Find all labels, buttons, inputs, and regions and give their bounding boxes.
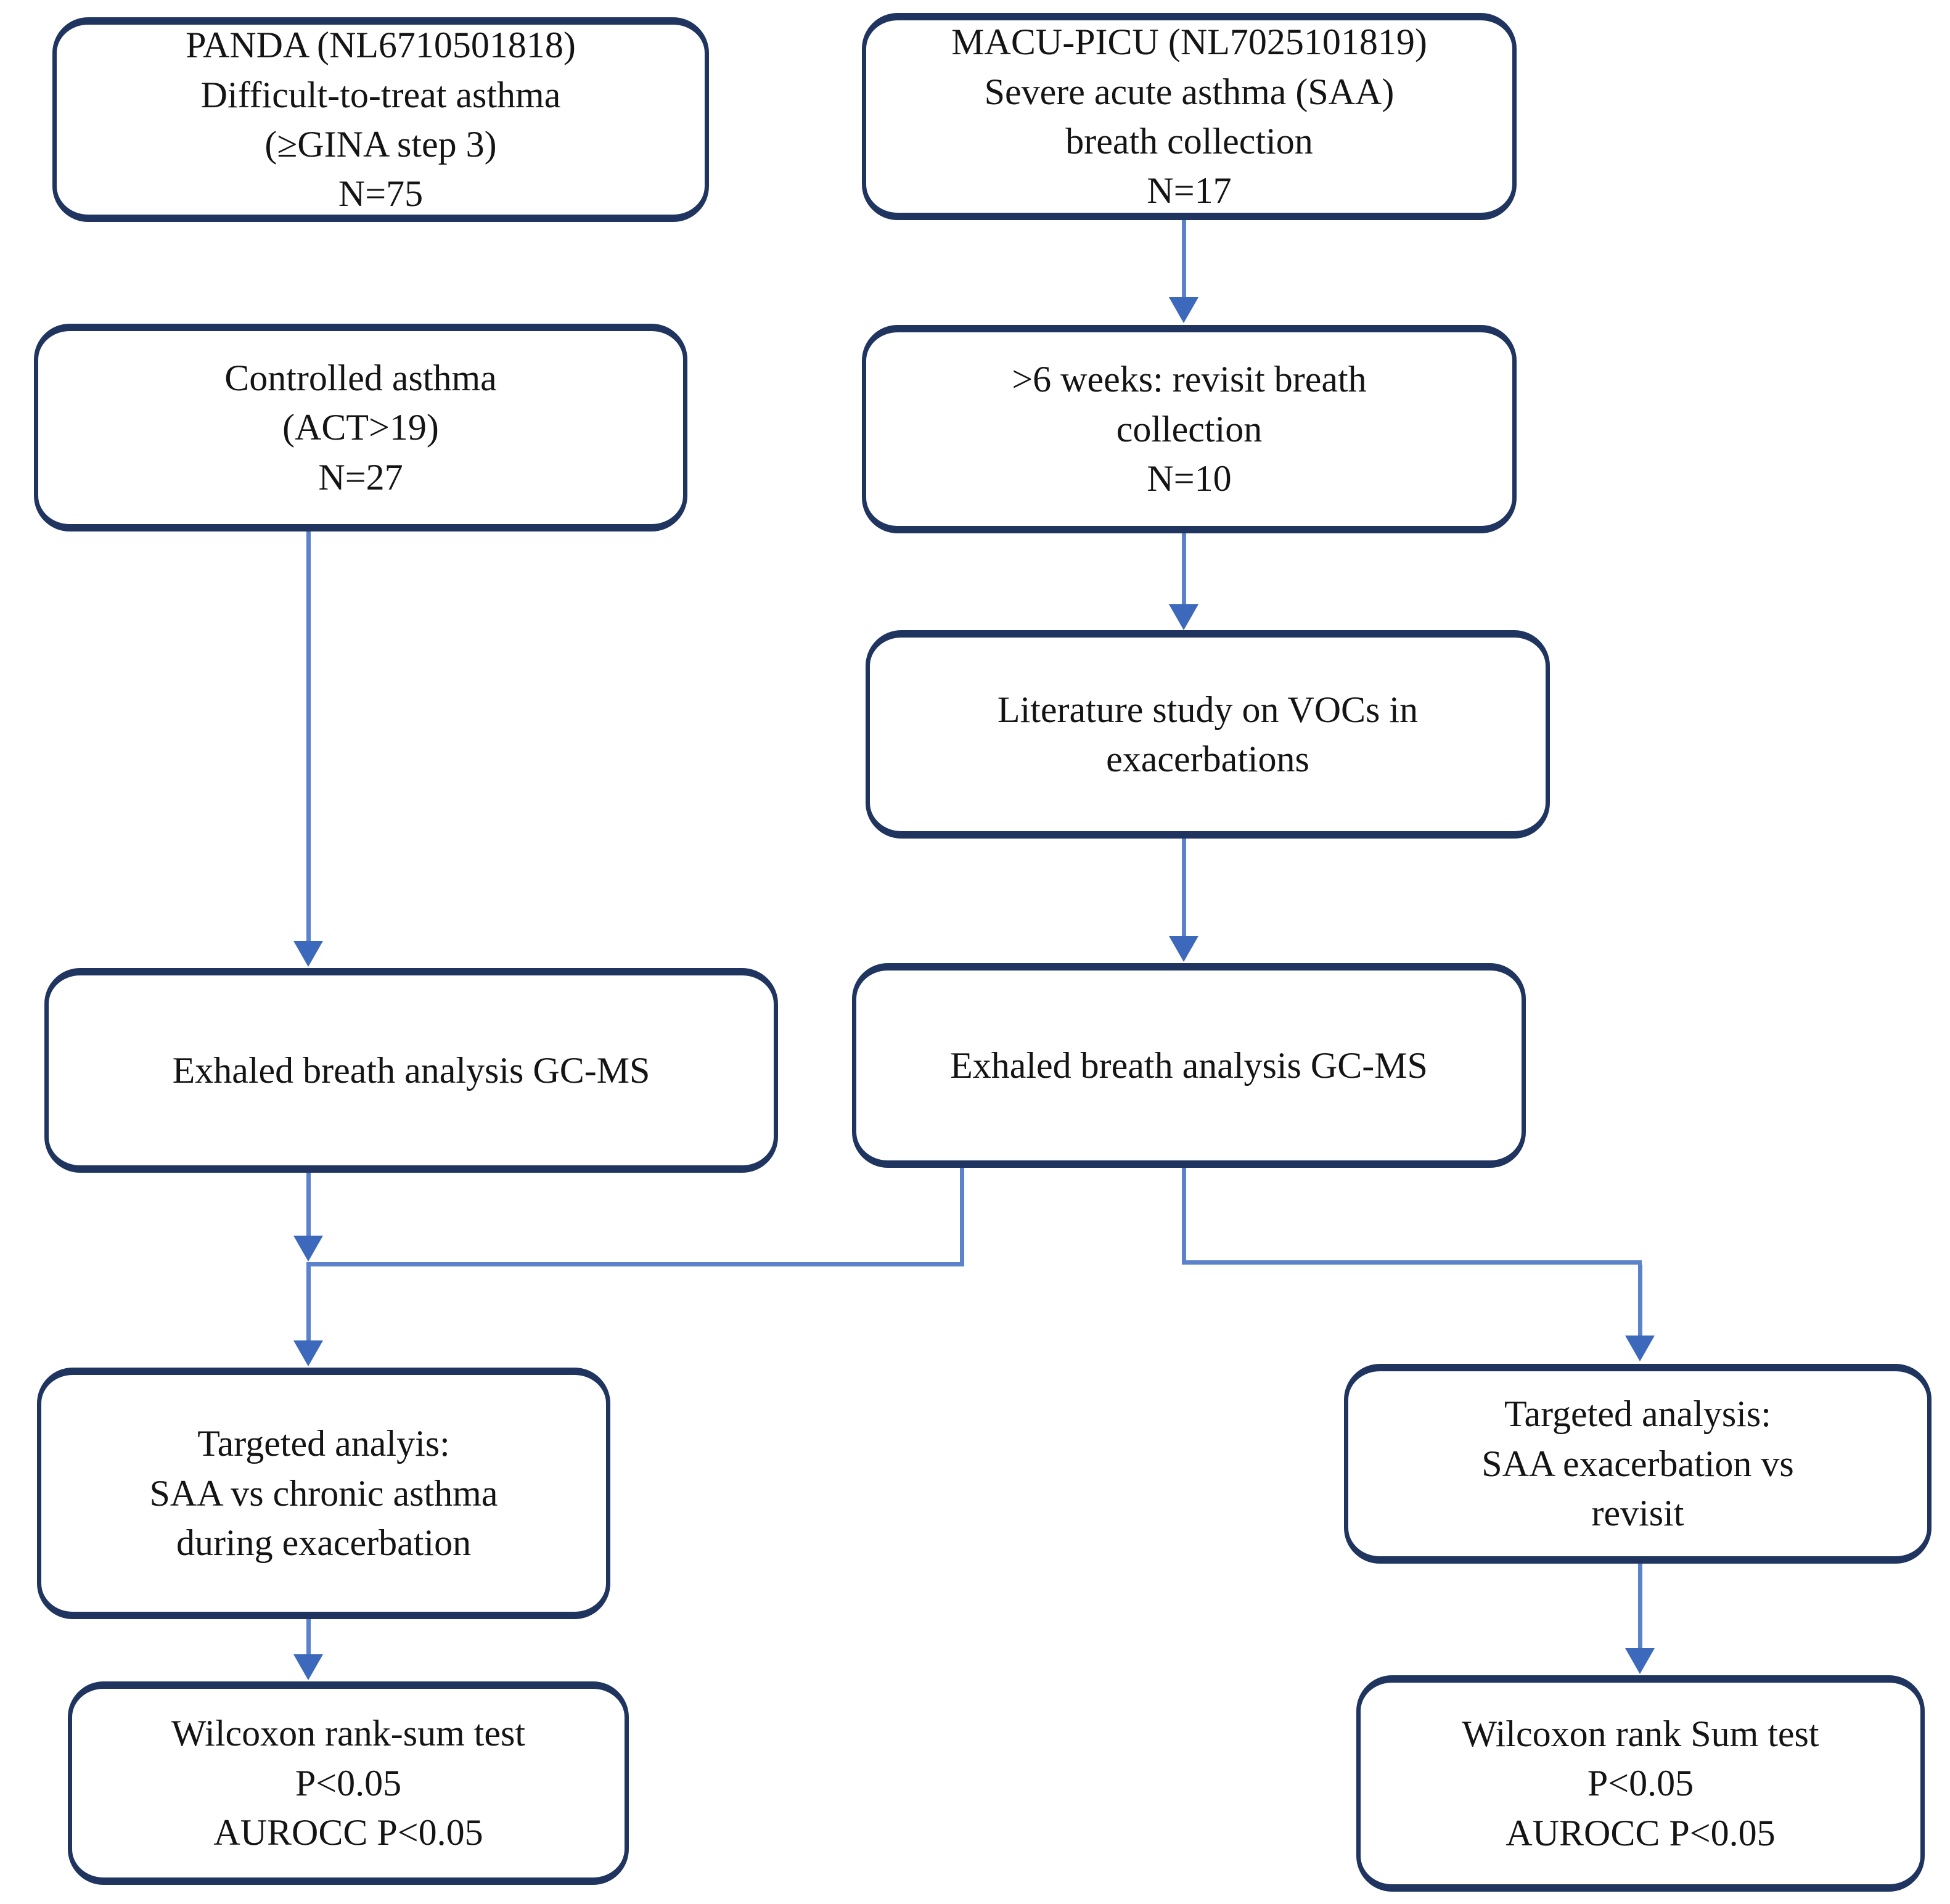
arrow-line-controlled-to-gcms-left xyxy=(306,531,311,942)
arrowhead-macu-to-revisit-icon xyxy=(1169,297,1198,323)
node-controlled-asthma: Controlled asthma (ACT>19) N=27 xyxy=(34,324,687,531)
arrow-line-elbow-to-targeted-right xyxy=(1638,1265,1642,1337)
arrow-line-gcms-right-to-junction xyxy=(960,1168,964,1266)
arrow-line-elbow-horizontal xyxy=(1182,1260,1642,1265)
node-targeted-analysis-right: Targeted analysis: SAA exacerbation vs r… xyxy=(1344,1364,1932,1564)
arrow-line-merge-horizontal xyxy=(306,1262,964,1266)
arrowhead-controlled-to-gcms-left-icon xyxy=(293,941,323,967)
arrowhead-to-targeted-right-icon xyxy=(1625,1336,1655,1361)
node-literature-study: Literature study on VOCs in exacerbation… xyxy=(866,630,1550,839)
arrow-line-gcms-right-down xyxy=(1182,1168,1186,1265)
node-macu-picu-study: MACU-PICU (NL7025101819) Severe acute as… xyxy=(862,13,1517,220)
arrow-line-targeted-right-to-wilcoxon xyxy=(1638,1564,1642,1650)
node-wilcoxon-left: Wilcoxon rank-sum test P<0.05 AUROCC P<0… xyxy=(68,1681,629,1885)
node-revisit-collection: >6 weeks: revisit breath collection N=10 xyxy=(862,325,1517,533)
arrowhead-targeted-left-to-wilcoxon-icon xyxy=(293,1654,323,1680)
node-gcms-right: Exhaled breath analysis GC-MS xyxy=(852,963,1526,1168)
node-wilcoxon-right: Wilcoxon rank Sum test P<0.05 AUROCC P<0… xyxy=(1356,1675,1925,1892)
arrowhead-literature-to-gcms-right-icon xyxy=(1169,936,1198,962)
arrow-line-literature-to-gcms-right xyxy=(1182,839,1186,937)
arrowhead-targeted-right-to-wilcoxon-icon xyxy=(1625,1648,1655,1674)
arrow-line-macu-to-revisit xyxy=(1182,220,1186,298)
arrow-line-gcms-left-down xyxy=(306,1173,311,1237)
arrow-line-targeted-left-to-wilcoxon xyxy=(306,1619,311,1656)
arrowhead-gcms-left-to-junction-icon xyxy=(293,1236,323,1262)
arrow-line-revisit-to-literature xyxy=(1182,533,1186,605)
arrow-line-junction-to-targeted-left xyxy=(306,1266,311,1342)
arrowhead-to-targeted-left-icon xyxy=(293,1340,323,1366)
node-gcms-left: Exhaled breath analysis GC-MS xyxy=(44,968,778,1173)
arrowhead-revisit-to-literature-icon xyxy=(1169,604,1198,630)
node-targeted-analysis-left: Targeted analyis: SAA vs chronic asthma … xyxy=(37,1368,610,1619)
node-panda-study: PANDA (NL6710501818) Difficult-to-treat … xyxy=(52,17,709,222)
